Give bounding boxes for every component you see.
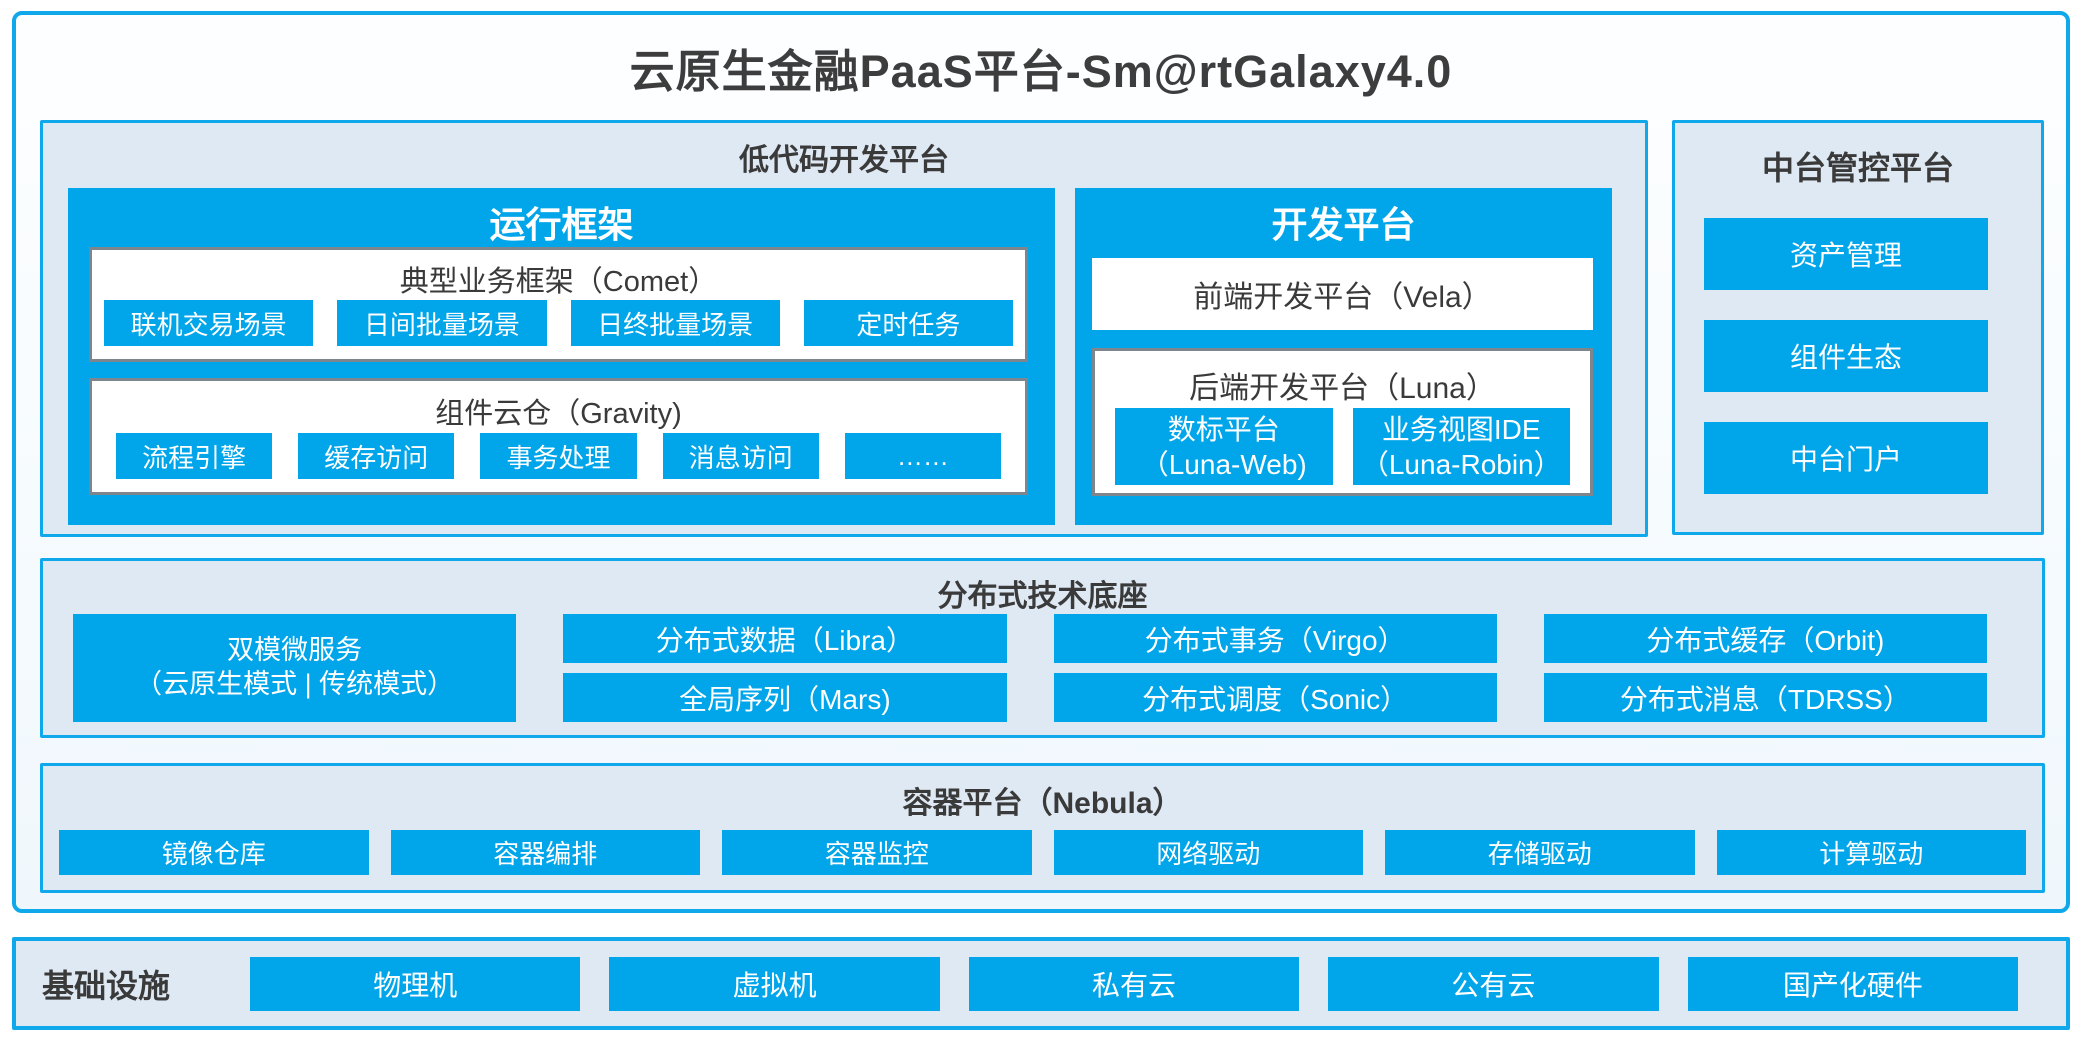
midplatform-title: 中台管控平台 [1761, 150, 1954, 186]
midplatform-chip: 资产管理 [1704, 218, 1988, 290]
distributed-chip: 分布式数据（Libra） [563, 614, 1007, 663]
comet-title: 典型业务框架（Comet） [399, 266, 718, 298]
runtime-title: 运行框架 [489, 204, 634, 245]
distributed-chip: 分布式事务（Virgo） [1053, 614, 1497, 663]
runtime-panel: 运行框架 典型业务框架（Comet） 联机交易场景 日间批量场景 日终批量场景 … [68, 188, 1055, 525]
distributed-chip: 分布式调度（Sonic） [1053, 673, 1497, 722]
lowcode-panel: 低代码开发平台 运行框架 典型业务框架（Comet） 联机交易场景 日间批量场景… [40, 120, 1648, 537]
devplat-panel: 开发平台 前端开发平台（Vela） 后端开发平台（Luna） 数标平台 （Lun… [1075, 188, 1612, 525]
container-chip: 容器编排 [390, 830, 700, 875]
midplatform-chip: 中台门户 [1704, 422, 1988, 494]
container-chip: 网络驱动 [1053, 830, 1363, 875]
container-chip: 计算驱动 [1716, 830, 2026, 875]
dual-microservice-box: 双模微服务 （云原生模式 | 传统模式） [73, 614, 517, 722]
lowcode-title: 低代码开发平台 [739, 144, 949, 177]
dual-microservice-line1: 双模微服务 [227, 635, 363, 666]
comet-box: 典型业务框架（Comet） 联机交易场景 日间批量场景 日终批量场景 定时任务 [89, 247, 1028, 362]
infra-chip: 国产化硬件 [1687, 956, 2019, 1011]
comet-chip: 联机交易场景 [104, 300, 314, 346]
vela-box: 前端开发平台（Vela） [1092, 258, 1593, 330]
midplatform-chip: 组件生态 [1704, 320, 1988, 392]
page-title: 云原生金融PaaS平台-Sm@rtGalaxy4.0 [629, 46, 1453, 97]
infra-chip: 私有云 [968, 956, 1300, 1011]
infra-panel: 基础设施 物理机 虚拟机 私有云 公有云 国产化硬件 [12, 937, 2070, 1030]
infra-chip: 虚拟机 [609, 956, 940, 1011]
luna-chip: 业务视图IDE （Luna-Robin） [1352, 408, 1570, 485]
gravity-chip: 缓存访问 [298, 433, 455, 479]
luna-title: 后端开发平台（Luna） [1189, 372, 1496, 405]
luna-chip-line2: （Luna-Web) [1140, 448, 1307, 480]
distributed-panel: 分布式技术底座 双模微服务 （云原生模式 | 传统模式） 分布式数据（Libra… [40, 558, 2045, 738]
distributed-chip: 分布式缓存（Orbit) [1543, 614, 1987, 663]
luna-box: 后端开发平台（Luna） 数标平台 （Luna-Web) 业务视图IDE （Lu… [1092, 348, 1593, 496]
gravity-title: 组件云仓（Gravity) [435, 398, 682, 430]
container-chip: 容器监控 [722, 830, 1032, 875]
luna-chip-line2: （Luna-Robin） [1360, 448, 1562, 480]
distributed-title: 分布式技术底座 [937, 580, 1148, 613]
comet-chip: 定时任务 [803, 300, 1013, 346]
comet-chip: 日终批量场景 [570, 300, 780, 346]
gravity-chip: 消息访问 [662, 433, 819, 479]
gravity-chip: …… [844, 433, 1002, 479]
gravity-box: 组件云仓（Gravity) 流程引擎 缓存访问 事务处理 消息访问 …… [89, 378, 1028, 495]
luna-chip: 数标平台 （Luna-Web) [1115, 408, 1333, 485]
distributed-chip: 分布式消息（TDRSS） [1543, 673, 1987, 722]
devplat-title: 开发平台 [1271, 204, 1416, 245]
infra-chip: 物理机 [250, 956, 581, 1011]
infra-title: 基础设施 [42, 967, 171, 1004]
container-chip: 存储驱动 [1385, 830, 1695, 875]
dual-microservice-line2: （云原生模式 | 传统模式） [135, 669, 455, 699]
container-panel: 容器平台（Nebula） 镜像仓库 容器编排 容器监控 网络驱动 存储驱动 计算… [40, 763, 2045, 893]
infra-chip: 公有云 [1328, 956, 1659, 1011]
gravity-chip: 事务处理 [480, 433, 637, 479]
gravity-chip: 流程引擎 [116, 433, 273, 479]
luna-chip-line1: 数标平台 [1167, 413, 1280, 445]
midplatform-panel: 中台管控平台 资产管理 组件生态 中台门户 [1672, 120, 2044, 535]
container-title: 容器平台（Nebula） [902, 787, 1183, 820]
comet-chip: 日间批量场景 [337, 300, 547, 346]
distributed-chip: 全局序列（Mars) [563, 673, 1007, 722]
container-chip: 镜像仓库 [59, 830, 369, 875]
luna-chip-line1: 业务视图IDE [1381, 413, 1541, 445]
